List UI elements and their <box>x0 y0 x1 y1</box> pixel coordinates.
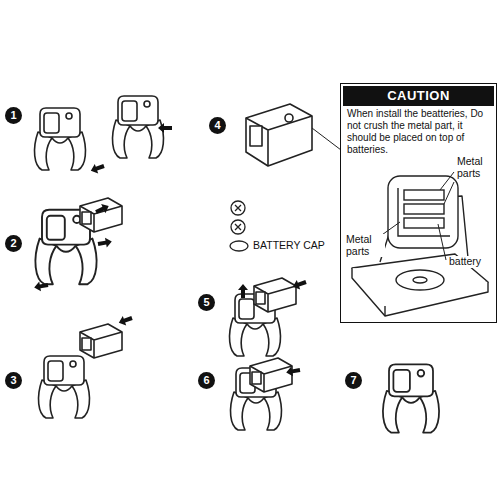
battery-cap-body <box>250 126 262 146</box>
inset-view <box>404 204 444 214</box>
arrow <box>97 237 113 249</box>
callout-number: 1 <box>5 107 22 124</box>
coin-battery <box>235 205 241 211</box>
battery-compartment <box>413 277 427 283</box>
battery-cap-body <box>246 104 312 166</box>
battery-compartment <box>384 306 385 316</box>
battery-cap <box>80 198 122 232</box>
arrow <box>158 123 172 133</box>
caution-box: CAUTIONWhen install the beatteries, Do n… <box>340 83 497 323</box>
arrow <box>238 284 248 298</box>
bike-light <box>39 356 90 418</box>
step-number: 4 <box>214 120 220 131</box>
bike-light <box>35 108 86 170</box>
battery-cap <box>80 324 122 358</box>
coin-battery <box>230 201 248 251</box>
step-number: 5 <box>203 297 209 308</box>
arrow <box>33 280 49 292</box>
callout-number: 5 <box>198 294 215 311</box>
caution-text: When install the beatteries, Do not crus… <box>343 106 494 158</box>
battery-compartment <box>352 268 488 316</box>
step-number: 6 <box>203 375 209 386</box>
inset-view <box>388 176 458 248</box>
step-number: 1 <box>10 110 16 121</box>
callout-number: 6 <box>198 372 215 389</box>
part-label: Metal parts <box>345 234 385 257</box>
arrow <box>94 202 111 217</box>
step-number: 7 <box>350 375 356 386</box>
callout-number: 3 <box>5 372 22 389</box>
arrow <box>285 365 301 377</box>
inset-view <box>398 188 450 236</box>
coin-battery <box>231 201 245 215</box>
callout-number: 2 <box>5 235 22 252</box>
battery-cap-body <box>246 104 312 166</box>
battery-cap-body <box>285 114 293 122</box>
callout-number: 7 <box>345 372 362 389</box>
caution-heading: CAUTION <box>343 86 494 106</box>
leader-line <box>444 182 454 204</box>
battery-cap <box>254 278 296 312</box>
inset-view <box>388 176 458 248</box>
leader-line <box>312 128 341 150</box>
part-label: BATTERY CAP <box>252 240 326 252</box>
coin-battery <box>230 241 248 251</box>
part-label: battery <box>448 256 482 268</box>
callout-number: 4 <box>209 117 226 134</box>
arrow <box>89 161 106 175</box>
bike-light <box>113 96 164 158</box>
battery-cap <box>250 358 292 392</box>
step-number: 2 <box>10 238 16 249</box>
bike-light <box>383 364 439 432</box>
coin-battery <box>235 224 241 230</box>
coin-battery <box>231 220 245 234</box>
battery-compartment <box>396 270 444 290</box>
battery-cap-body <box>246 116 312 166</box>
arrow <box>117 313 134 327</box>
step-number: 3 <box>10 375 16 386</box>
inset-view <box>404 218 444 228</box>
leader-line <box>438 224 446 260</box>
part-label: Metal parts <box>456 156 496 179</box>
arrow <box>291 277 308 291</box>
inset-view <box>404 190 444 200</box>
